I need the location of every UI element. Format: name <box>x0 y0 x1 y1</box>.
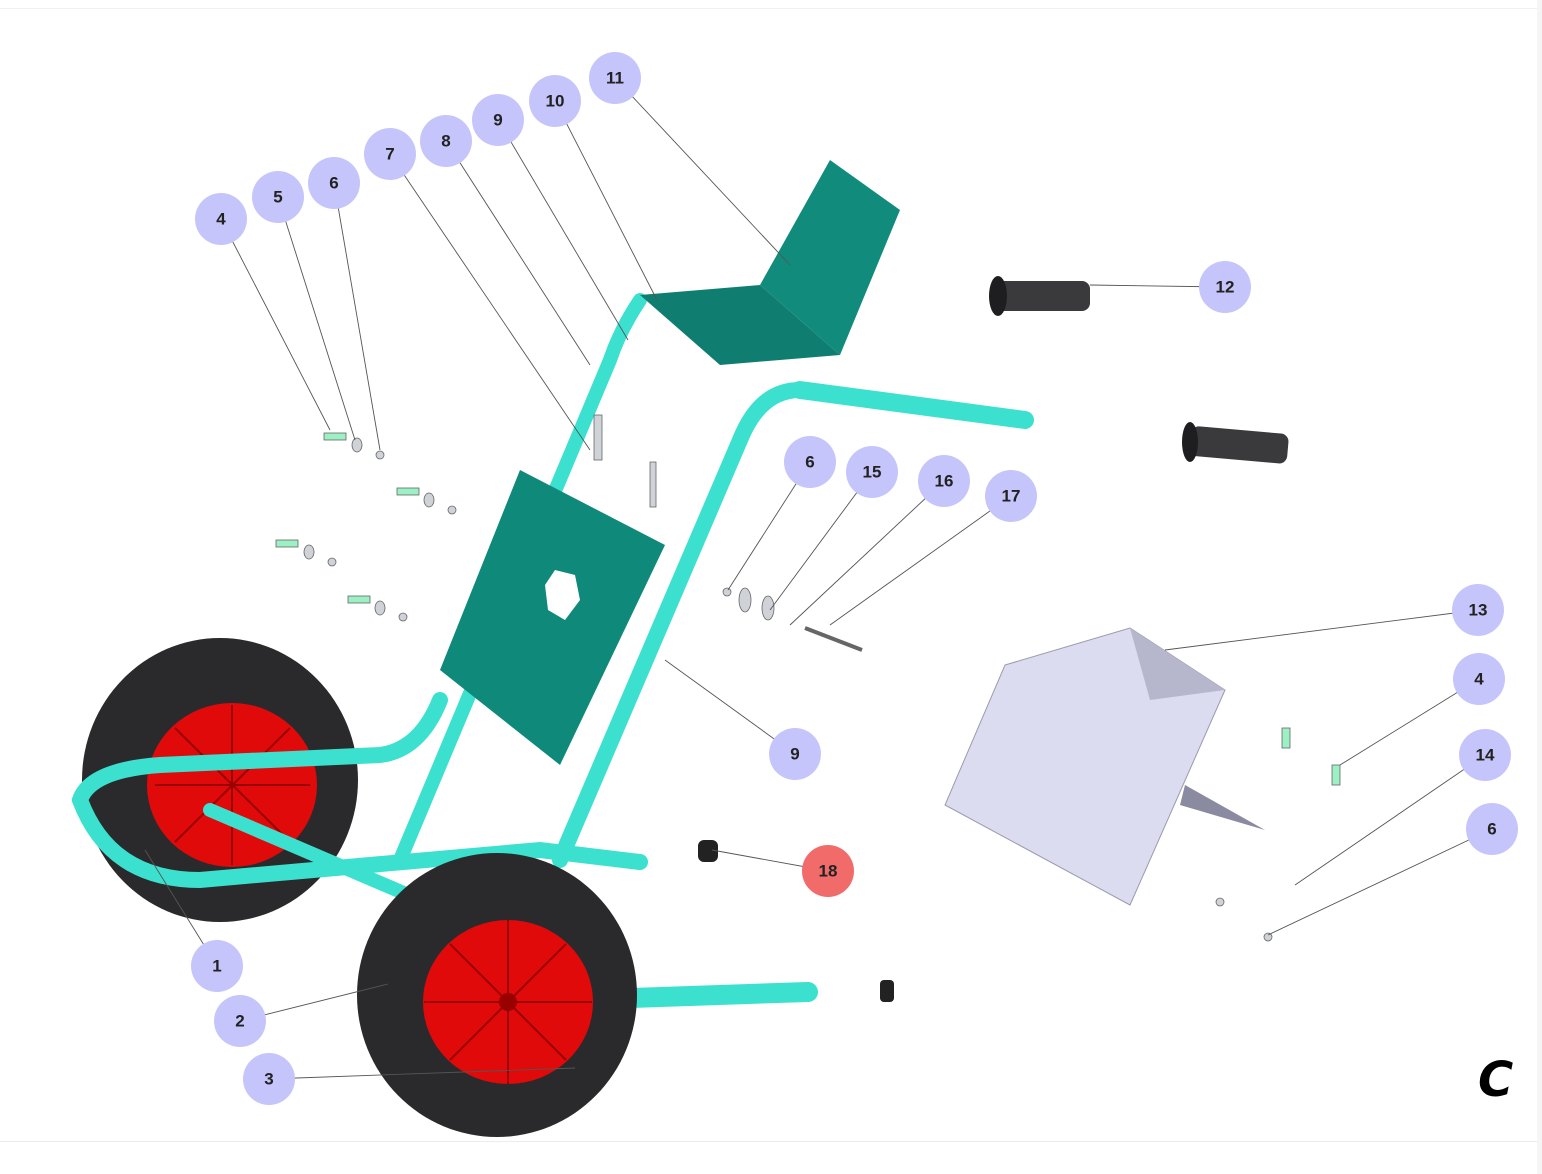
svg-text:6: 6 <box>805 453 814 472</box>
svg-text:7: 7 <box>385 145 394 164</box>
svg-text:15: 15 <box>863 463 882 482</box>
callout-1[interactable]: 1 <box>191 940 243 992</box>
svg-text:3: 3 <box>264 1070 273 1089</box>
wheel-front <box>357 853 637 1137</box>
mounting-plate <box>440 470 665 765</box>
wheel-rear <box>82 638 358 922</box>
seat <box>640 160 900 365</box>
svg-text:11: 11 <box>606 69 624 88</box>
svg-text:9: 9 <box>493 111 502 130</box>
svg-text:18: 18 <box>819 862 838 881</box>
svg-text:14: 14 <box>1476 746 1495 765</box>
svg-text:12: 12 <box>1216 278 1235 297</box>
svg-text:10: 10 <box>546 92 565 111</box>
callout-6[interactable]: 6 <box>308 157 360 209</box>
callout-4[interactable]: 4 <box>195 193 247 245</box>
callout-12[interactable]: 12 <box>1199 261 1251 313</box>
svg-text:2: 2 <box>235 1012 244 1031</box>
handle-grips <box>989 276 1289 464</box>
svg-text:8: 8 <box>441 132 450 151</box>
scrollbar-track[interactable] <box>1537 0 1542 1174</box>
callout-8[interactable]: 8 <box>420 115 472 167</box>
top-border <box>0 0 1542 9</box>
callout-10[interactable]: 10 <box>529 75 581 127</box>
end-cap <box>698 840 718 862</box>
callout-16[interactable]: 16 <box>918 455 970 507</box>
callout-9[interactable]: 9 <box>472 94 524 146</box>
svg-text:17: 17 <box>1002 487 1021 506</box>
callout-2[interactable]: 2 <box>214 995 266 1047</box>
svg-text:9: 9 <box>790 745 799 764</box>
svg-text:13: 13 <box>1469 601 1488 620</box>
callout-17[interactable]: 17 <box>985 470 1037 522</box>
callout-6[interactable]: 6 <box>784 436 836 488</box>
sheet-letter: C <box>1478 1052 1514 1108</box>
callout-5[interactable]: 5 <box>252 171 304 223</box>
callout-7[interactable]: 7 <box>364 128 416 180</box>
leader-lines <box>144 77 1493 1080</box>
callout-9[interactable]: 9 <box>769 728 821 780</box>
frame <box>72 293 1034 1008</box>
callout-15[interactable]: 15 <box>846 446 898 498</box>
callout-11[interactable]: 11 <box>589 52 641 104</box>
svg-text:1: 1 <box>212 957 221 976</box>
svg-text:6: 6 <box>1487 820 1496 839</box>
callout-18-highlighted[interactable]: 18 <box>802 845 854 897</box>
end-cap <box>880 980 894 1002</box>
fasteners <box>275 414 1341 942</box>
svg-text:4: 4 <box>1474 670 1484 689</box>
bottom-divider <box>0 1141 1537 1142</box>
svg-text:16: 16 <box>935 472 954 491</box>
callout-4[interactable]: 4 <box>1453 653 1505 705</box>
svg-text:5: 5 <box>273 188 282 207</box>
callout-6[interactable]: 6 <box>1466 803 1518 855</box>
callout-3[interactable]: 3 <box>243 1053 295 1105</box>
callout-13[interactable]: 13 <box>1452 584 1504 636</box>
callout-14[interactable]: 14 <box>1459 729 1511 781</box>
svg-text:6: 6 <box>329 174 338 193</box>
bracket <box>944 627 1265 906</box>
svg-text:4: 4 <box>216 210 226 229</box>
